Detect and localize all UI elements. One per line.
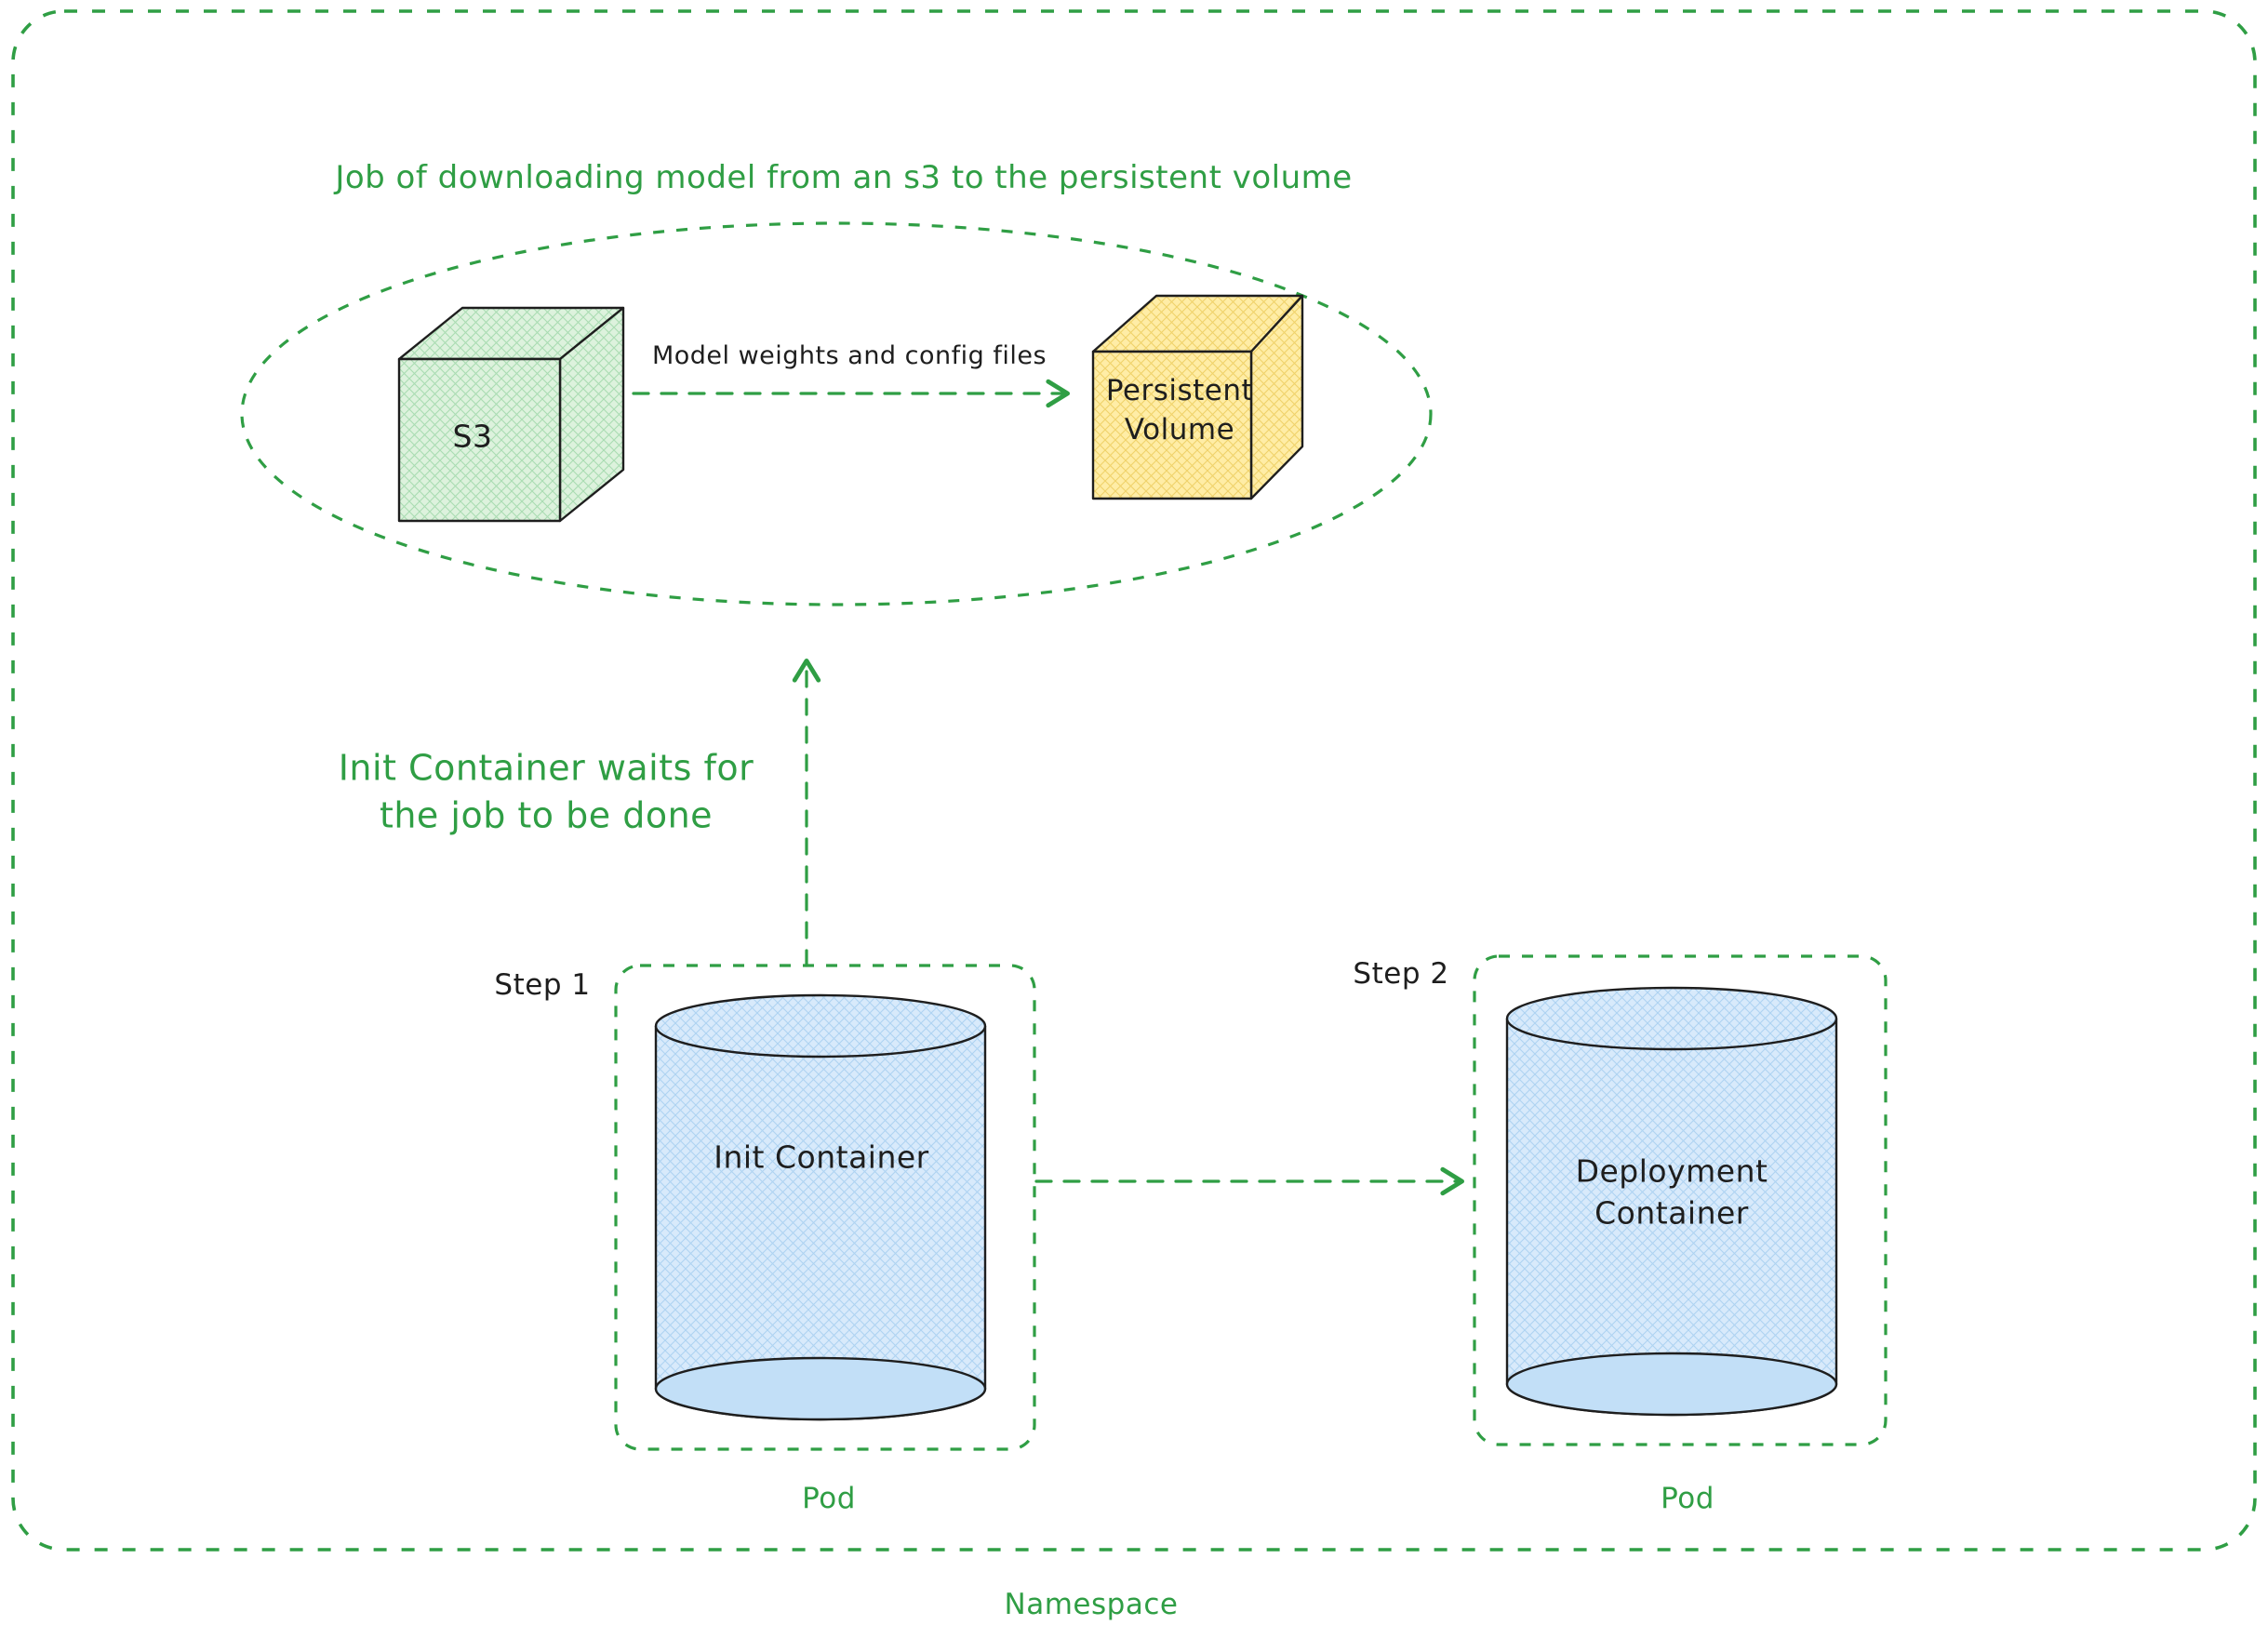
deployment-container-cylinder: [1505, 986, 1838, 1417]
job-group-title: Job of downloading model from an s3 to t…: [335, 159, 1353, 197]
persistent-volume-label: Persistent Volume: [1105, 374, 1254, 446]
step2-label: Step 2: [1353, 957, 1449, 992]
namespace-label: Namespace: [1004, 1588, 1179, 1622]
job-group-ellipse: [240, 221, 1433, 606]
s3-label: S3: [452, 418, 493, 455]
deployment-cylinder-bottom: [1505, 1352, 1838, 1417]
transfer-arrow-label: Model weights and config files: [651, 340, 1047, 370]
init-cylinder-bottom: [654, 1356, 987, 1421]
volume-cube-front-face: [1091, 350, 1253, 500]
init-container-cylinder: [654, 993, 987, 1421]
namespace-border: [11, 9, 2257, 1552]
deployment-cylinder-top: [1505, 986, 1838, 1051]
init-container-label: Init Container: [714, 1139, 929, 1176]
s3-cube: [397, 306, 625, 523]
step1-label: Step 1: [494, 968, 591, 1003]
pod2-label: Pod: [1661, 1482, 1714, 1516]
pod2-border: [1473, 954, 1888, 1446]
pod1-label: Pod: [802, 1482, 856, 1516]
deployment-container-label: Deployment Container: [1575, 1152, 1768, 1231]
persistent-volume-cube: [1091, 294, 1304, 500]
s3-cube-front-face: [397, 357, 562, 523]
init-cylinder-top: [654, 993, 987, 1059]
wait-note: Init Container waits for the job to be d…: [338, 747, 754, 836]
